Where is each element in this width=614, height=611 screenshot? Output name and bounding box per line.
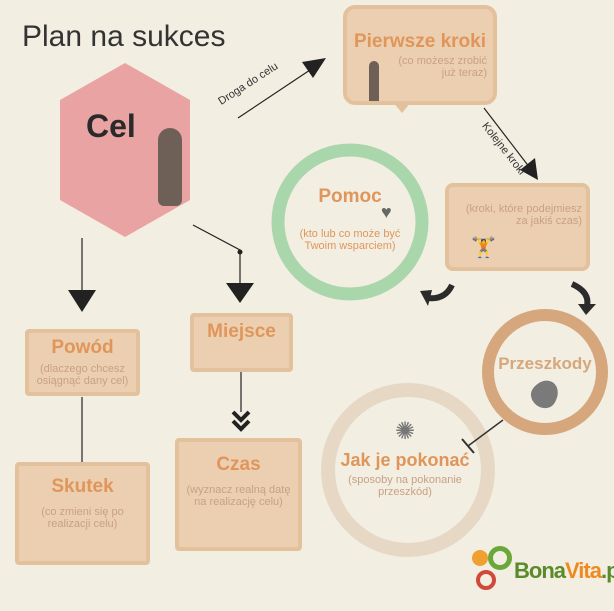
bomb-icon xyxy=(526,375,564,413)
gear-icon xyxy=(476,570,496,590)
obstacles-content: Przeszkody xyxy=(488,354,602,413)
sunflower-icon: ✺ xyxy=(394,418,416,445)
page-title: Plan na sukces xyxy=(22,20,226,53)
reason-subtitle: (dlaczego chcesz osiągnąć dany cel) xyxy=(36,363,129,387)
time-subtitle: (wyznacz realną datę na realizację celu) xyxy=(186,484,291,508)
logo-text-pl: .pl xyxy=(600,558,614,583)
help-title: Pomoc xyxy=(318,186,382,207)
goal-hexagon xyxy=(60,63,190,237)
help-content: Pomoc ♥ (kto lub co może być Twoim wspar… xyxy=(285,186,415,252)
obstacles-title: Przeszkody xyxy=(498,354,592,373)
chevron-icon xyxy=(231,410,251,423)
first-steps-title: Pierwsze kroki xyxy=(353,31,487,52)
chevron-icon xyxy=(231,419,251,432)
arrow-head xyxy=(226,283,254,303)
next-steps-box: (kroki, które podejmiesz za jakiś czas) … xyxy=(445,183,590,271)
time-title: Czas xyxy=(216,454,261,475)
place-box: Miejsce xyxy=(190,313,293,372)
gear-icon xyxy=(472,550,488,566)
time-box: Czas (wyznacz realną datę na realizację … xyxy=(175,438,302,551)
weightlifter-icon: 🏋 xyxy=(471,237,496,259)
overcome-title: Jak je pokonać xyxy=(340,450,470,470)
effect-title: Skutek xyxy=(51,476,114,497)
goal-label: Cel xyxy=(86,108,136,144)
overcome-subtitle: (sposoby na pokonanie przeszkód) xyxy=(348,474,462,498)
arrow-head xyxy=(302,58,326,78)
first-steps-subtitle: (co możesz zrobić już teraz) xyxy=(398,55,487,79)
logo-text-bona: Bona xyxy=(514,558,566,583)
overcome-content: ✺ Jak je pokonać (sposoby na pokonanie p… xyxy=(330,418,480,499)
help-circle xyxy=(271,143,429,301)
overcome-circle xyxy=(321,383,495,557)
place-title: Miejsce xyxy=(207,321,276,342)
curved-arrow-icon xyxy=(427,283,455,302)
reason-title: Powód xyxy=(51,337,114,358)
woman-silhouette-icon xyxy=(158,128,182,206)
gear-icon xyxy=(488,546,512,570)
arrow-head xyxy=(520,158,538,180)
obstacles-circle xyxy=(482,309,608,435)
logo-text-vita: Vita xyxy=(565,558,602,583)
effect-subtitle: (co zmieni się po realizacji celu) xyxy=(41,506,124,530)
help-subtitle: (kto lub co może być Twoim wsparciem) xyxy=(299,228,401,252)
speech-tail xyxy=(392,101,412,113)
next-steps-subtitle: (kroki, które podejmiesz za jakiś czas) xyxy=(465,203,582,227)
curved-arrow-icon xyxy=(570,281,591,307)
logo-text: BonaVita.pl xyxy=(514,558,614,584)
person-icon xyxy=(369,61,379,101)
heartbeat-icon: ♥ xyxy=(381,202,392,222)
effect-box: Skutek (co zmieni się po realizacji celu… xyxy=(15,462,150,565)
reason-box: Powód (dlaczego chcesz osiągnąć dany cel… xyxy=(25,329,140,396)
arrow-head xyxy=(68,290,96,312)
bonavita-logo: BonaVita.pl xyxy=(470,546,614,598)
first-steps-box: Pierwsze kroki (co możesz zrobić już ter… xyxy=(343,5,497,105)
